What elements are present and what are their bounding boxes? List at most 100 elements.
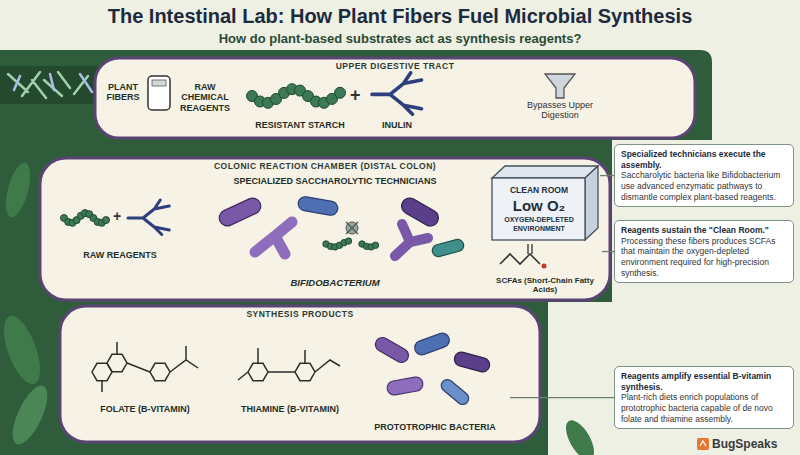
node-heading: PROTOTROPHIC BACTERIA (360, 422, 510, 432)
chamber-band: COLONIC REACTION CHAMBER (DISTAL COLON) R… (40, 158, 610, 300)
intestine-body (0, 311, 47, 388)
scfa-molecule (500, 254, 540, 264)
bifidobacterium-cells (297, 196, 339, 217)
intestine-body (6, 381, 55, 449)
node-heading: Reagents amplify essential B-vitamin syn… (621, 371, 787, 392)
reagent-label: RAW REAGENTS (55, 250, 185, 260)
product-label: THIAMINE (B-VITAMIN) (230, 404, 350, 414)
callout-box: Reagents sustain the "Clean Room."Proces… (614, 220, 794, 283)
fiber-tube (0, 66, 98, 104)
prototrophic-cells (439, 377, 471, 407)
node-heading: UPPER DIGESTIVE TRACT (95, 61, 695, 71)
inulin-branch (128, 200, 169, 235)
node-heading: RESISTANT STARCH (245, 120, 355, 130)
node-text: Plant-rich diets enrich populations of p… (621, 392, 787, 424)
bifidobacterium-cells (217, 195, 465, 258)
starch-chain (345, 238, 351, 244)
intestine-body (560, 416, 599, 455)
clean-room-cube (492, 178, 585, 240)
intestine-body (0, 50, 712, 455)
intestine-body (0, 50, 712, 455)
digestive-bands (95, 58, 695, 138)
node-heading: Bypasses Upper Digestion (515, 100, 605, 121)
bifidobacterium-cells (431, 238, 465, 258)
product-group: PROTOTROPHIC BACTERIA (360, 326, 510, 432)
brand-icon (697, 438, 709, 450)
scfa-group: SCFAs (Short-Chain Fatty Acids) (488, 244, 602, 294)
callout-box: Reagents amplify essential B-vitamin syn… (614, 366, 794, 429)
note-label: Bypasses Upper Digestion (515, 100, 605, 121)
thiamine-molecule (238, 348, 340, 380)
node-heading: INULIN (357, 120, 437, 130)
bifidobacterium-cells (297, 196, 339, 217)
intestine-body (1, 160, 35, 219)
prototrophic-cells (453, 351, 491, 374)
node-heading: THIAMINE (B-VITAMIN) (230, 404, 350, 414)
substrate-label: INULIN (357, 120, 437, 130)
node-heading: Specialized technicians execute the asse… (621, 149, 787, 170)
node-text: OXYGEN-DEPLETED ENVIRONMENT (492, 216, 586, 232)
tract-band: UPPER DIGESTIVE TRACT PLANT FIBERS RAW CHE… (95, 58, 695, 138)
intake-capsule (148, 76, 170, 110)
plus-sign: + (350, 85, 361, 106)
substrate-label: RESISTANT STARCH (245, 120, 355, 130)
node-heading: CLEAN ROOM (510, 185, 568, 195)
callout-box: Specialized technicians execute the asse… (614, 144, 794, 207)
inulin-branch (372, 73, 422, 114)
node-heading: SYNTHESIS PRODUCTS (60, 309, 540, 319)
node-text: BIFIDOBACTERIUM (200, 277, 470, 288)
prototrophic-cells (373, 335, 411, 365)
subtitle: How do plant-based substrates act as syn… (0, 31, 800, 46)
digestive-bands (40, 58, 695, 442)
folate-molecule (107, 354, 127, 371)
bifidobacterium-cells (431, 238, 465, 258)
folate-molecule (150, 363, 170, 380)
node-text: Processing these fibers produces SCFAs t… (621, 236, 787, 279)
clean-room-cube (492, 166, 598, 178)
thiamine-molecule (238, 348, 340, 381)
node-text: Low O₂ (513, 197, 566, 214)
input-label: PLANT FIBERS (101, 82, 145, 103)
folate-molecule (102, 342, 198, 392)
bifidobacterium-cells (395, 224, 428, 256)
fiber-tube (14, 74, 92, 92)
starch-chain (335, 87, 346, 98)
bifidobacterium-cells (217, 195, 264, 228)
watermark: BugSpeaks (712, 437, 777, 451)
prototrophic-cells (373, 331, 491, 407)
leader-line (602, 251, 614, 252)
digestive-bands (40, 158, 610, 300)
clean-room-cube (492, 166, 598, 240)
prototrophic-cells (453, 351, 491, 374)
digestive-bands (60, 306, 540, 442)
node-heading: FOLATE (B-VITAMIN) (80, 404, 210, 414)
intake-capsule (152, 80, 166, 86)
clean-room-cube (585, 166, 598, 240)
thiamine-molecule (295, 363, 315, 380)
intake-capsule (148, 76, 170, 110)
scfa-molecule (542, 264, 547, 269)
fiber-tube (0, 66, 98, 104)
node-text: Saccharolytic bacteria like Bifidobacter… (621, 170, 787, 202)
bifidobacterium-cells (346, 222, 358, 234)
starch-chain (372, 242, 378, 248)
prototrophic-cells (413, 331, 452, 356)
prototrophic-cells (413, 331, 452, 356)
prototrophic-cells (439, 377, 471, 407)
starch-chain (103, 217, 110, 224)
prototrophic-cells (373, 335, 411, 365)
node-heading: RAW CHEMICAL REAGENTS (173, 82, 237, 113)
scfa-molecule (500, 244, 547, 269)
bifidobacterium-cells (346, 222, 358, 234)
node-heading: SCFAs (Short-Chain Fatty Acids) (488, 276, 602, 294)
prototrophic-cells (386, 376, 424, 396)
thiamine-molecule (248, 363, 268, 380)
brand-icon (700, 441, 706, 446)
node-heading: COLONIC REACTION CHAMBER (DISTAL COLON) (40, 161, 610, 171)
input-label: RAW CHEMICAL REAGENTS (173, 82, 237, 113)
leader-line (600, 175, 614, 176)
scfa-molecule (528, 244, 532, 254)
microbe-group: SPECIALIZED SACCHAROLYTIC TECHNICIANSBIF… (200, 176, 470, 288)
node-heading: RAW REAGENTS (55, 250, 185, 260)
